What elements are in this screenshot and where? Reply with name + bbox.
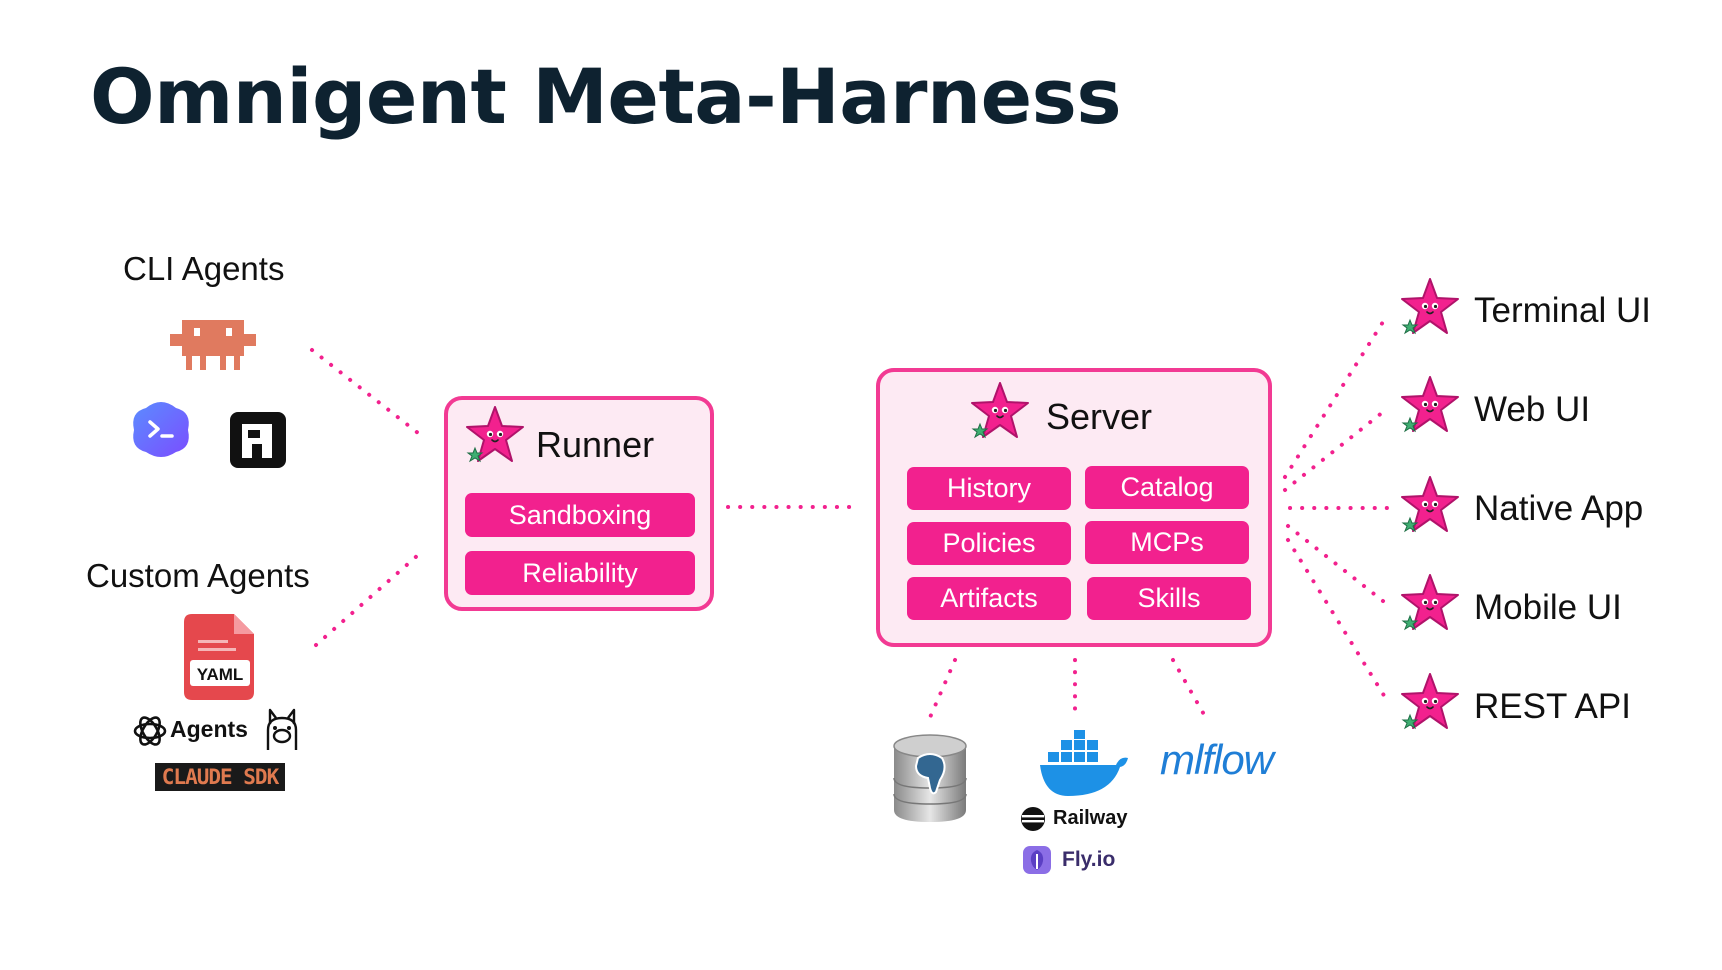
sandboxing-pill: Sandboxing [465, 493, 695, 537]
openai-agents-label: Agents [170, 716, 248, 742]
railway-label: Railway [1053, 807, 1128, 829]
reliability-pill: Reliability [465, 551, 695, 595]
claude-sdk-label: CLAUDE SDK [155, 763, 285, 791]
output-terminal-ui: Terminal UI [1474, 291, 1651, 330]
starfish-icon [1401, 376, 1459, 432]
output-native-app: Native App [1474, 489, 1644, 528]
catalog-pill: Catalog [1085, 466, 1249, 509]
terminal-cloud-icon [133, 402, 189, 457]
yaml-label: YAML [196, 665, 244, 684]
cli-agents-label: CLI Agents [123, 250, 285, 287]
postgres-database-icon [893, 734, 967, 822]
starfish-icon [971, 382, 1029, 438]
starfish-icon [1401, 574, 1459, 630]
openai-icon [133, 716, 167, 746]
starfish-icon [466, 406, 524, 462]
pixel-bot-icon [170, 320, 256, 370]
starfish-icon [1401, 476, 1459, 532]
mlflow-logo: mlflow [1160, 736, 1274, 784]
runner-title: Runner [536, 424, 655, 465]
flyio-icon [1023, 846, 1051, 874]
server-title: Server [1046, 396, 1153, 437]
page-title: Omnigent Meta-Harness [90, 52, 1122, 141]
yaml-file-icon [184, 614, 254, 700]
policies-pill: Policies [907, 522, 1071, 565]
flyio-label: Fly.io [1062, 848, 1116, 871]
mlflow-label: mlflow [1160, 736, 1274, 783]
skills-pill: Skills [1087, 577, 1251, 620]
history-pill: History [907, 467, 1071, 510]
starfish-icon [1401, 278, 1459, 334]
docker-icon [1040, 730, 1128, 796]
ollama-icon [266, 708, 298, 750]
output-web-ui: Web UI [1474, 390, 1591, 429]
block-logo-icon [230, 412, 286, 468]
output-rest-api: REST API [1474, 687, 1631, 726]
railway-icon [1021, 807, 1045, 831]
output-mobile-ui: Mobile UI [1474, 588, 1622, 627]
starfish-icon [1401, 673, 1459, 729]
custom-agents-label: Custom Agents [86, 557, 310, 594]
mcps-pill: MCPs [1085, 521, 1249, 564]
artifacts-pill: Artifacts [907, 577, 1071, 620]
